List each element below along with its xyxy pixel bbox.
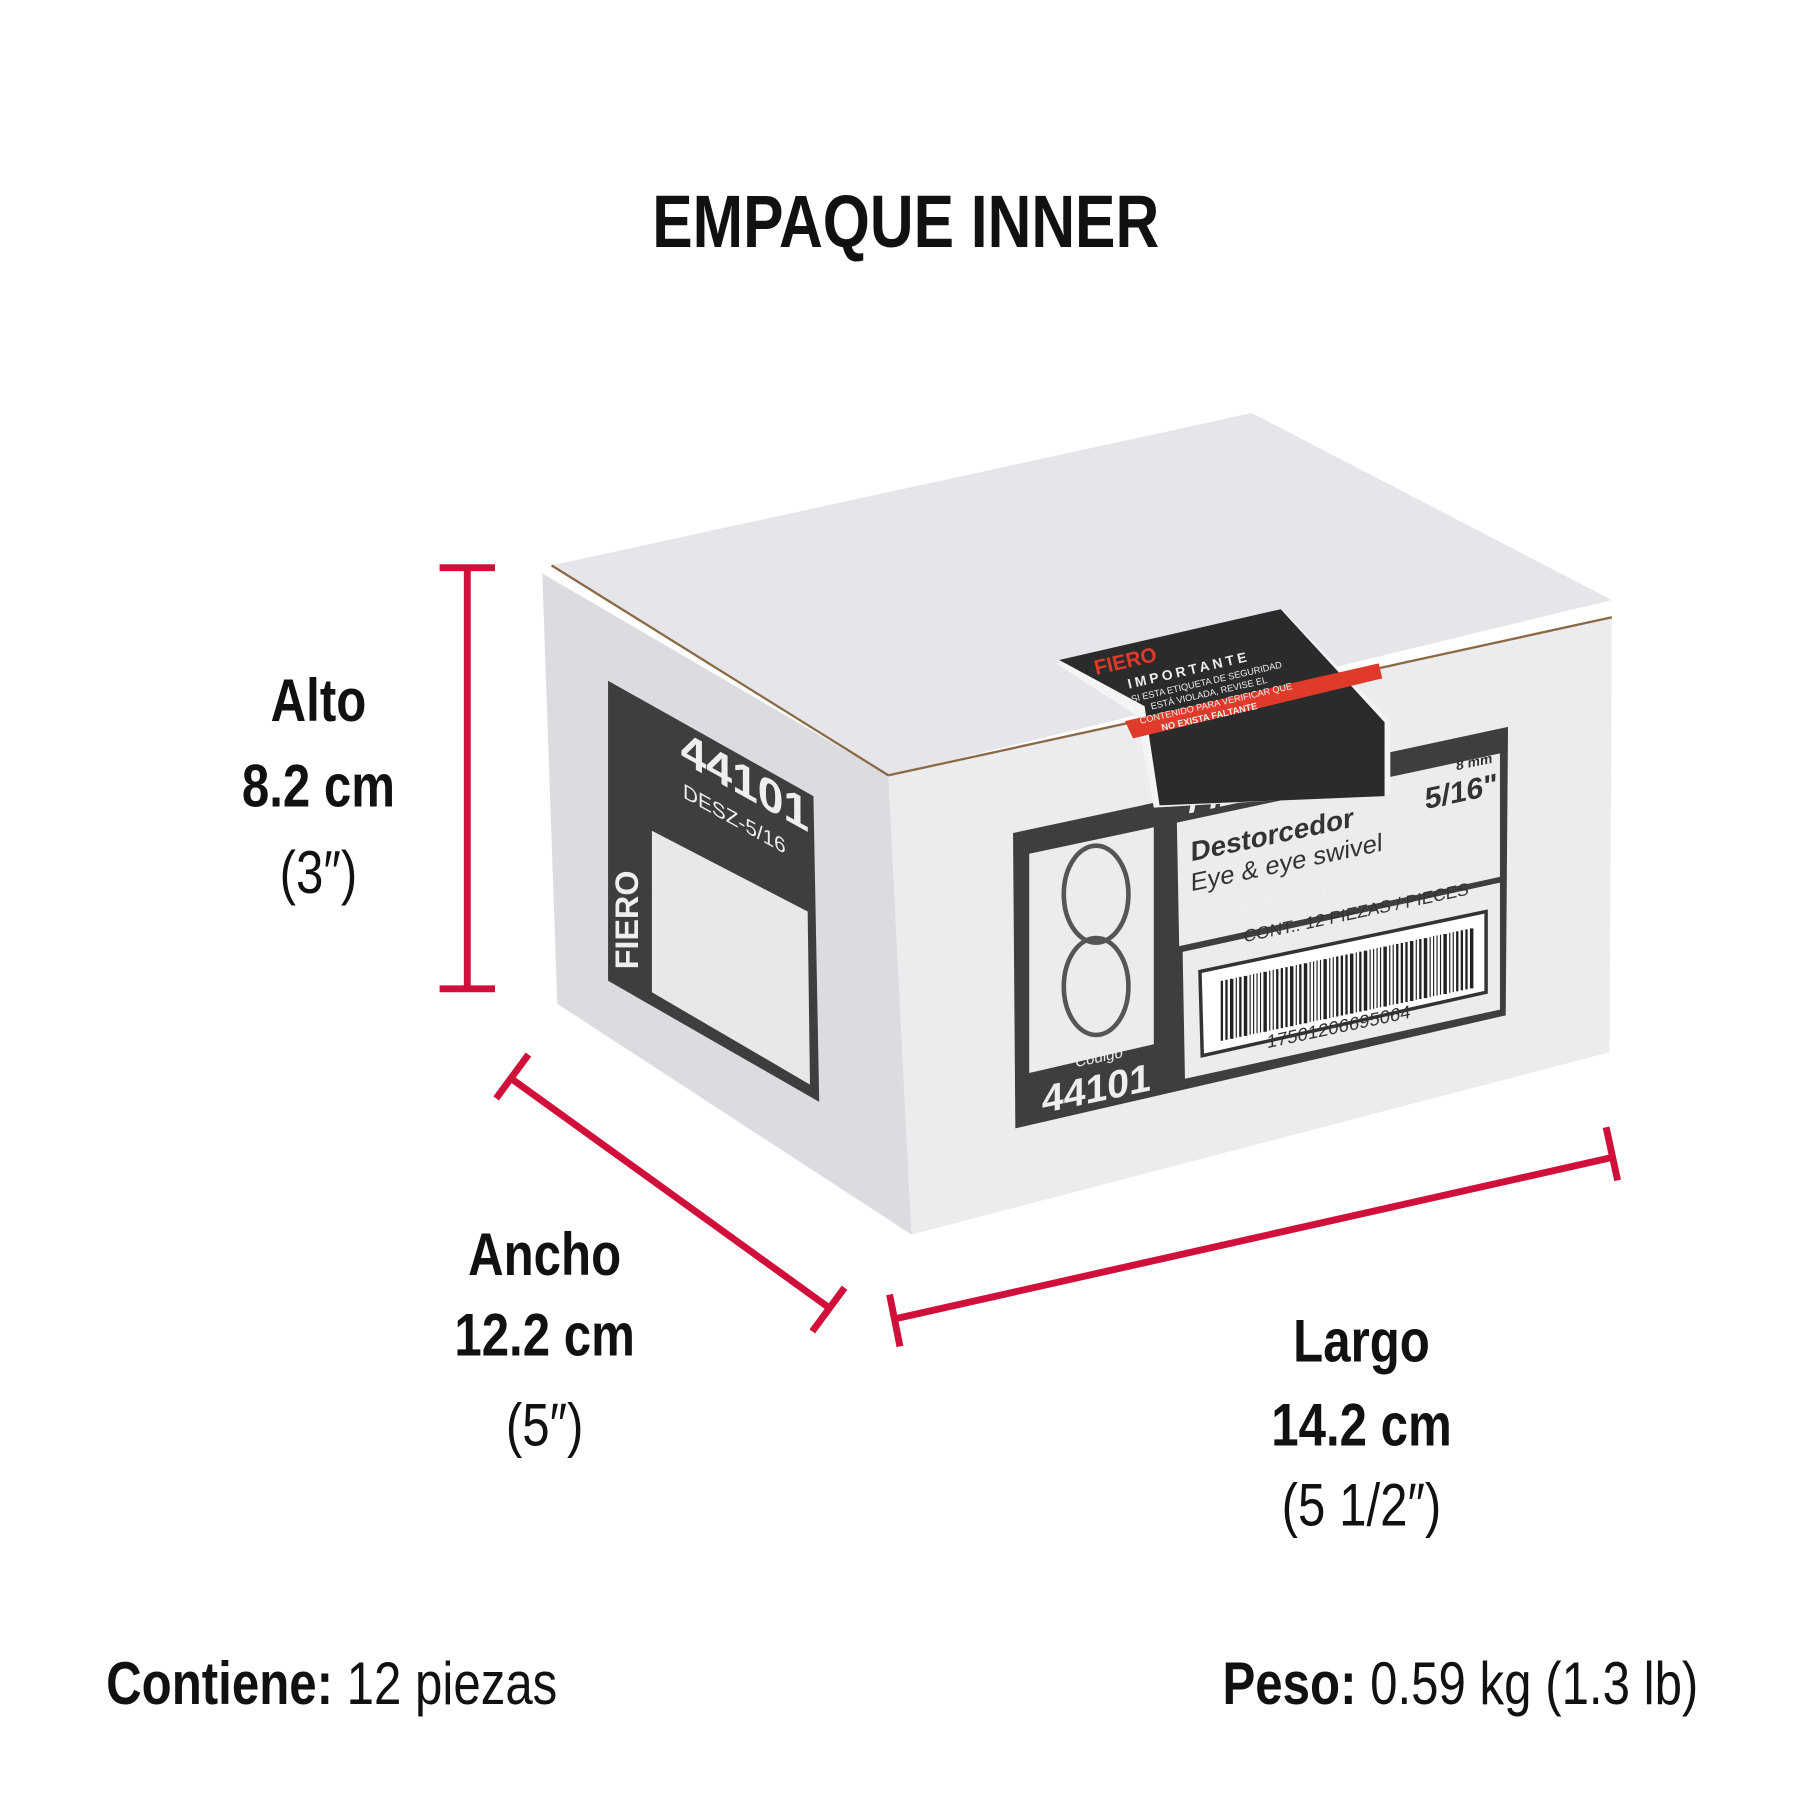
barcode-bar [1269, 970, 1271, 1031]
barcode-bar [1220, 980, 1224, 1041]
box-edge [550, 564, 890, 777]
barcode-bar [1323, 959, 1327, 1020]
barcode-bar [1289, 966, 1294, 1027]
barcode-bar [1443, 933, 1447, 994]
barcode-bar [1452, 932, 1454, 993]
ancho-metric: 12.2 cm [454, 1302, 635, 1370]
contains-label: Contiene: [106, 1651, 333, 1719]
barcode-bar [1389, 945, 1391, 1006]
barcode-bar [1285, 967, 1288, 1028]
barcode [1220, 928, 1474, 1041]
barcode-bar [1469, 928, 1474, 989]
barcode-bar [1409, 940, 1414, 1001]
barcode-bar [1465, 929, 1468, 990]
side-label: 44101 DESZ-5/16 FIERO [608, 680, 820, 1102]
barcode-bar [1349, 953, 1354, 1014]
alto-imperial: (3″) [279, 839, 358, 907]
barcode-bar [1316, 960, 1318, 1021]
barcode-bar [1299, 964, 1302, 1025]
height-dimension-line [439, 564, 495, 993]
barcode-bar [1332, 957, 1334, 1018]
swivel-icon [1061, 843, 1131, 1038]
barcode-bar [1449, 932, 1451, 993]
barcode-bar [1419, 939, 1422, 1000]
barcode-bar [1313, 961, 1315, 1022]
barcode-bar [1249, 974, 1251, 1035]
barcode-bar [1400, 942, 1404, 1003]
barcode-bar [1272, 969, 1274, 1030]
largo-label: Largo [1293, 1308, 1430, 1376]
barcode-bar [1253, 973, 1255, 1034]
width-dimension-line [493, 1052, 848, 1334]
barcode-bar [1429, 936, 1431, 997]
barcode-bar [1376, 948, 1378, 1009]
barcode-bar [1256, 973, 1258, 1034]
product-size-mm: 8 mm [1456, 750, 1492, 774]
contains-info: Contiene: 12 piezas [106, 1650, 557, 1719]
barcode-bar [1309, 962, 1311, 1023]
barcode-bar [1243, 975, 1248, 1036]
largo-metric: 14.2 cm [1271, 1392, 1452, 1460]
barcode-bar [1456, 931, 1459, 992]
barcode-bar [1423, 938, 1428, 999]
weight-info: Peso: 0.59 kg (1.3 lb) [1223, 1650, 1699, 1719]
barcode-bar [1295, 964, 1297, 1025]
barcode-bar [1280, 968, 1284, 1029]
barcode-bar [1363, 950, 1368, 1011]
page-title: EMPAQUE INNER [652, 179, 1160, 264]
barcode-bar [1379, 947, 1382, 1008]
barcode-bar [1276, 969, 1279, 1030]
barcode-bar [1336, 956, 1339, 1017]
barcode-bar [1436, 935, 1438, 996]
barcode-bar [1415, 939, 1417, 1000]
barcode-bar [1225, 979, 1228, 1040]
barcode-bar [1319, 959, 1322, 1020]
barcode-bar [1433, 936, 1435, 997]
barcode-bar [1263, 971, 1267, 1032]
seal-sticker: FIERO IMPORTANTE SI ESTA ETIQUETA DE SEG… [1055, 609, 1391, 808]
barcode-bar [1396, 943, 1399, 1004]
barcode-bar [1383, 946, 1387, 1007]
barcode-bar [1303, 963, 1308, 1024]
alto-label: Alto [270, 668, 367, 735]
length-dimension-line [886, 1126, 1622, 1348]
barcode-bar [1359, 951, 1362, 1012]
barcode-bar [1460, 930, 1464, 991]
barcode-bar [1392, 944, 1394, 1005]
contains-value: 12 piezas [346, 1651, 558, 1719]
barcode-bar [1345, 954, 1348, 1015]
barcode-bar [1369, 949, 1371, 1010]
barcode-bar [1439, 934, 1442, 995]
barcode-bar [1229, 978, 1234, 1039]
alto-metric: 8.2 cm [241, 753, 396, 821]
barcode-bar [1239, 976, 1242, 1037]
barcode-bar [1355, 952, 1357, 1013]
box-top-face [551, 413, 1612, 776]
side-brand: FIERO [609, 870, 645, 969]
barcode-bar [1405, 941, 1408, 1002]
barcode-bar [1235, 977, 1237, 1038]
barcode-bar [1373, 948, 1375, 1009]
barcode-bar [1340, 955, 1344, 1016]
barcode-bar [1259, 972, 1262, 1033]
largo-imperial: (5 1/2″) [1281, 1472, 1442, 1540]
weight-label: Peso: [1222, 1651, 1357, 1719]
front-label: FIERO Destorcedor Eye & eye swivel 5/16"… [1013, 726, 1509, 1129]
weight-value: 0.59 kg (1.3 lb) [1370, 1651, 1699, 1719]
ancho-label: Ancho [468, 1221, 622, 1289]
barcode-bar [1329, 957, 1331, 1018]
ancho-imperial: (5″) [505, 1392, 584, 1460]
